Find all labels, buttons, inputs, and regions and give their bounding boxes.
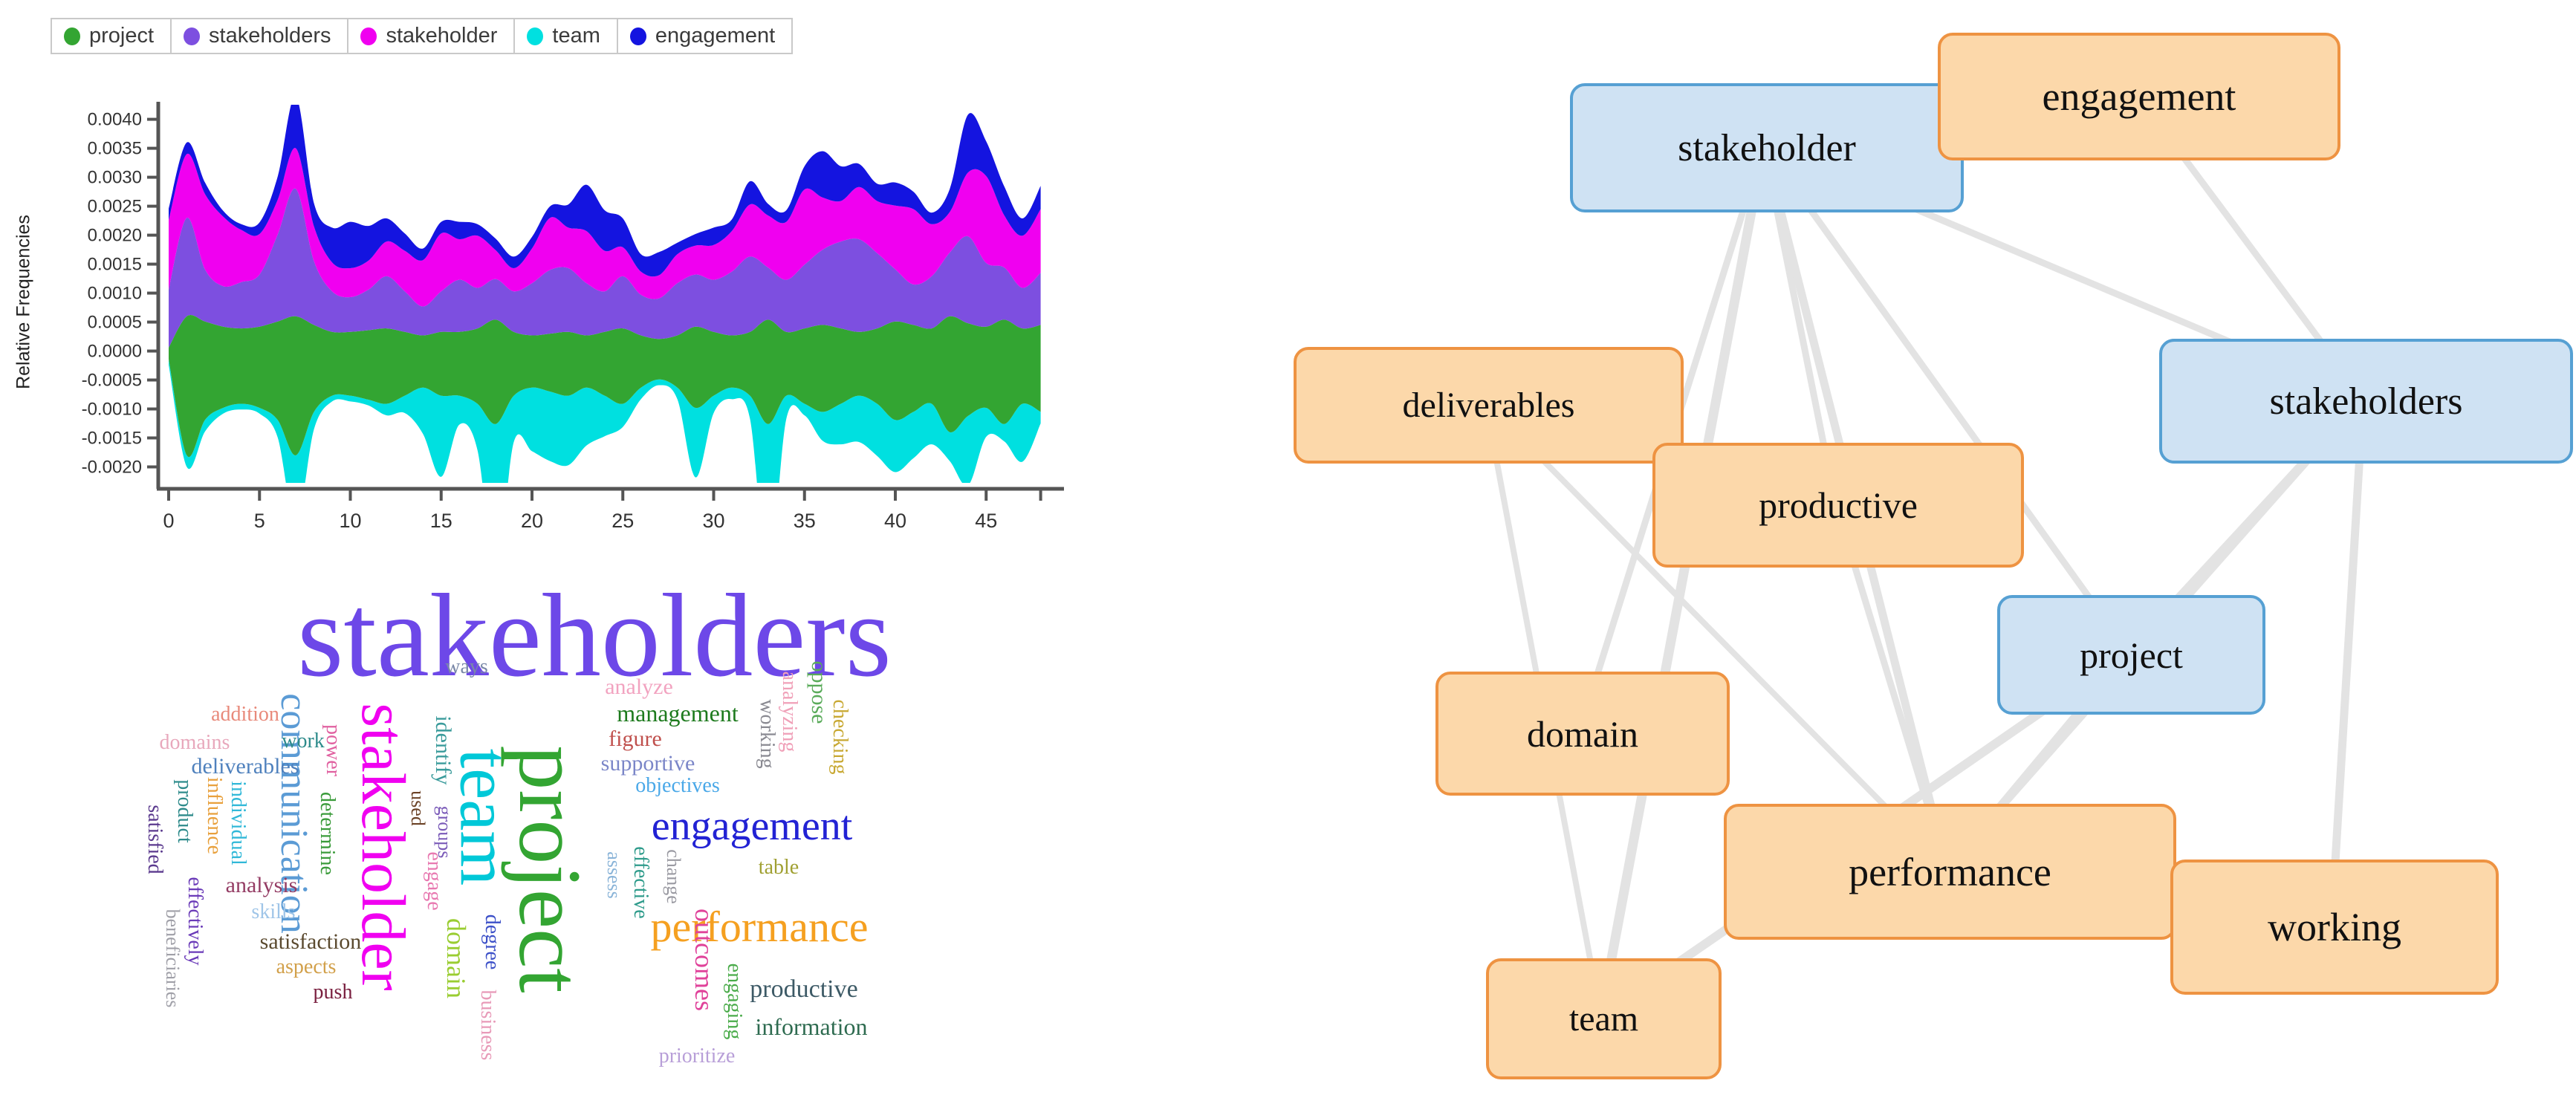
y-tick-label: 0.0035 (88, 139, 142, 159)
y-tick-label: 0.0030 (88, 168, 142, 188)
edge-stakeholder-team (1596, 140, 1769, 1021)
network-node-working: working (2170, 860, 2499, 995)
cloud-word-table: table (758, 856, 799, 879)
legend-label: stakeholders (209, 24, 331, 48)
legend-label: project (89, 24, 155, 48)
legend-item-project: project (51, 18, 172, 54)
x-tick-label: 45 (975, 510, 997, 532)
network-node-project: project (1997, 595, 2265, 715)
edge-stakeholders-working (2327, 394, 2367, 929)
cloud-word-prioritize: prioritize (658, 1044, 736, 1068)
legend-item-team: team (513, 18, 618, 54)
y-tick-label: 0.0025 (88, 197, 142, 217)
legend-label: engagement (655, 24, 776, 48)
y-tick-label: 0.0015 (88, 255, 142, 275)
cloud-word-engagement: engagement (651, 803, 853, 849)
legend-item-engagement: engagement (616, 18, 794, 54)
network-node-performance: performance (1724, 804, 2176, 940)
x-tick-label: 20 (521, 510, 543, 532)
stream-band-stakeholder (169, 148, 1041, 307)
x-tick-label: 30 (702, 510, 724, 532)
stream-band-engagement (169, 105, 1041, 277)
stream-band-project (169, 314, 1041, 458)
cloud-word-stakeholders: stakeholders (297, 569, 892, 701)
network-node-engagement: engagement (1938, 33, 2340, 160)
legend-swatch-icon (64, 27, 80, 45)
legend-swatch-icon (527, 27, 544, 45)
y-tick-label: 0.0020 (88, 226, 142, 246)
cloud-word-performance: performance (650, 903, 869, 951)
cloud-word-objectives: objectives (635, 774, 720, 797)
cloud-word-satisfaction: satisfaction (259, 929, 362, 954)
cloud-word-management: management (617, 700, 739, 727)
x-tick-label: 25 (611, 510, 634, 532)
cloud-word-addition: addition (211, 703, 279, 726)
x-tick-label: 10 (339, 510, 361, 532)
cloud-word-supportive: supportive (600, 751, 695, 776)
edge-stakeholder-project (1760, 141, 2132, 655)
edge-deliverables-performance (1482, 399, 1950, 872)
x-tick-label: 0 (163, 510, 174, 532)
cloud-word-push: push (313, 981, 353, 1004)
cloud-word-analyze: analyze (605, 675, 673, 699)
y-tick-label: -0.0015 (82, 429, 142, 449)
network-node-productive: productive (1652, 443, 2024, 568)
network-node-team: team (1486, 958, 1722, 1079)
cloud-word-aspects: aspects (276, 955, 337, 978)
network-node-stakeholder: stakeholder (1570, 83, 1964, 212)
cloud-word-analysis: analysis (225, 873, 298, 897)
legend-item-stakeholders: stakeholders (170, 18, 349, 54)
legend-label: team (552, 24, 600, 48)
cloud-word-ways: ways (445, 655, 488, 678)
cloud-word-domains: domains (159, 731, 230, 754)
chart-legend: project stakeholders stakeholder team engage… (51, 18, 794, 54)
streamgraph-chart: 0.0040 0.0035 0.0030 0.0025 0.0020 0.0015 0.00… (82, 102, 1064, 532)
x-tick-label: 40 (884, 510, 906, 532)
network-node-deliverables: deliverables (1294, 347, 1684, 464)
x-tick-label: 5 (254, 510, 265, 532)
network-node-stakeholders: stakeholders (2159, 339, 2573, 464)
x-tick-label: 35 (794, 510, 816, 532)
stream-band-stakeholders (169, 188, 1041, 348)
y-tick-label: 0.0040 (88, 110, 142, 130)
x-tick-label: 15 (430, 510, 452, 532)
legend-swatch-icon (360, 27, 377, 45)
y-axis-title: Relative Frequencies (13, 215, 34, 389)
network-node-domain: domain (1435, 672, 1730, 796)
y-tick-label: -0.0005 (82, 371, 142, 391)
legend-item-stakeholder: stakeholder (347, 18, 516, 54)
y-tick-label: -0.0020 (82, 458, 142, 478)
cloud-word-information: information (755, 1013, 868, 1040)
legend-swatch-icon (184, 27, 201, 45)
legend-label: stakeholder (386, 24, 498, 48)
legend-swatch-icon (629, 27, 646, 45)
cloud-word-skills: skills (251, 900, 296, 923)
y-tick-label: 0.0005 (88, 313, 142, 333)
stream-band-team (169, 359, 1041, 483)
y-tick-label: 0.0010 (88, 284, 142, 304)
cloud-word-work: work (282, 730, 325, 753)
cloud-word-deliverables: deliverables (191, 754, 299, 779)
cloud-word-productive: productive (750, 975, 858, 1003)
cloud-word-figure: figure (609, 727, 662, 751)
y-tick-label: -0.0010 (82, 400, 142, 420)
y-tick-label: 0.0000 (88, 342, 142, 362)
